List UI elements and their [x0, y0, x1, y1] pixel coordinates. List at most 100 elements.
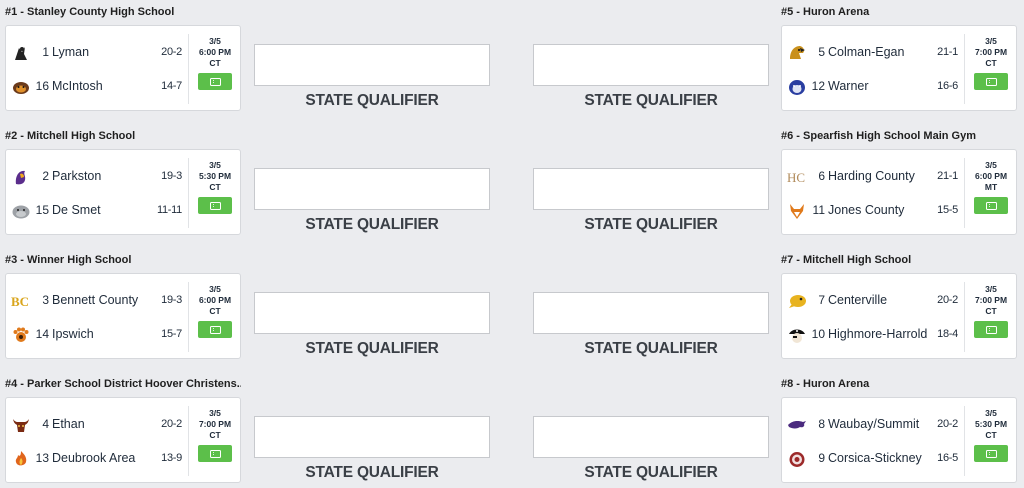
team-record: 11-11	[156, 204, 182, 216]
team-name[interactable]: Parkston	[52, 169, 102, 183]
ticket-button[interactable]	[198, 321, 232, 338]
team-name[interactable]: Centerville	[828, 293, 888, 307]
team-name[interactable]: Highmore-Harrold	[828, 327, 928, 341]
team-name[interactable]: Waubay/Summit	[828, 417, 920, 431]
game-timezone: MT	[984, 182, 998, 192]
qualifier-slot[interactable]	[533, 168, 769, 210]
team-name[interactable]: Ipswich	[52, 327, 94, 341]
game-time: 5:30 PM	[198, 171, 232, 181]
team-row[interactable]: 16 McIntosh 14-7	[6, 72, 188, 102]
right-qualifier: STATE QUALIFIER	[533, 292, 769, 358]
team-row[interactable]: 1 Lyman 20-2	[6, 38, 188, 68]
ticket-button[interactable]	[974, 321, 1008, 338]
divider	[964, 158, 965, 228]
team-name[interactable]: Harding County	[828, 169, 915, 183]
team-record: 14-7	[161, 80, 182, 92]
ticket-button[interactable]	[974, 445, 1008, 462]
team-row[interactable]: 9 Corsica-Stickney 16-5	[782, 444, 964, 474]
team-row[interactable]: 8 Waubay/Summit 20-2	[782, 410, 964, 440]
team-row[interactable]: 12 Warner 16-6	[782, 72, 964, 102]
ticket-icon	[985, 325, 997, 334]
ticket-icon	[209, 325, 221, 334]
qualifier-slot[interactable]	[533, 44, 769, 86]
team-row[interactable]: 7 Centerville 20-2	[782, 286, 964, 316]
game-time: 6:00 PM	[198, 295, 232, 305]
game-date: 3/5	[209, 408, 221, 418]
raider-icon	[11, 44, 31, 62]
matchup-card[interactable]: 1 Lyman 20-2 16 McIntosh 14-7 3/5 6:00 P…	[5, 25, 241, 111]
divider	[964, 406, 965, 476]
team-record: 15-7	[161, 328, 182, 340]
bulldog-icon	[11, 202, 31, 220]
qualifier-slot[interactable]	[533, 292, 769, 334]
matchup-card[interactable]: 7 Centerville 20-2 10 Highmore-Harrold 1…	[781, 273, 1017, 359]
team-row[interactable]: 13 Deubrook Area 13-9	[6, 444, 188, 474]
team-record: 15-5	[937, 204, 958, 216]
team-row[interactable]: BC 3 Bennett County 19-3	[6, 286, 188, 316]
game-info: 3/5 6:00 PM MT	[966, 160, 1016, 214]
qualifier-slot[interactable]	[254, 168, 490, 210]
team-name[interactable]: Deubrook Area	[52, 451, 136, 465]
divider	[964, 34, 965, 104]
game-time: 6:00 PM	[198, 47, 232, 57]
game-timezone: CT	[209, 58, 221, 68]
team-seed: 5	[818, 45, 825, 59]
game-location: #8 - Huron Arena	[781, 378, 870, 390]
game-info: 3/5 7:00 PM CT	[190, 408, 240, 462]
game-info: 3/5 7:00 PM CT	[966, 284, 1016, 338]
qualifier-slot[interactable]	[254, 292, 490, 334]
team-name[interactable]: Bennett County	[52, 293, 139, 307]
qualifier-label: STATE QUALIFIER	[305, 464, 439, 481]
team-row[interactable]: 10 Highmore-Harrold 18-4	[782, 320, 964, 350]
jaguar-icon	[787, 450, 807, 468]
ticket-button[interactable]	[974, 197, 1008, 214]
team-row[interactable]: 11 Jones County 15-5	[782, 196, 964, 226]
game-4: #4 - Parker School District Hoover Chris…	[5, 377, 241, 483]
ticket-button[interactable]	[198, 445, 232, 462]
team-row[interactable]: 14 Ipswich 15-7	[6, 320, 188, 350]
game-info: 3/5 6:00 PM CT	[190, 284, 240, 338]
team-row[interactable]: 5 Colman-Egan 21-1	[782, 38, 964, 68]
matchup-card[interactable]: 4 Ethan 20-2 13 Deubrook Area 13-9 3/5 7…	[5, 397, 241, 483]
team-seed: 12	[811, 79, 825, 93]
team-seed: 3	[42, 293, 49, 307]
matchup-card[interactable]: HC 6 Harding County 21-1 11 Jones County…	[781, 149, 1017, 235]
team-row[interactable]: 2 Parkston 19-3	[6, 162, 188, 192]
game-1: #1 - Stanley County High School 1 Lyman …	[5, 5, 241, 111]
team-record: 16-6	[937, 80, 958, 92]
qualifier-label: STATE QUALIFIER	[584, 464, 718, 481]
game-6: #6 - Spearfish High School Main Gym HC 6…	[781, 129, 1017, 235]
team-name[interactable]: Jones County	[828, 203, 905, 217]
team-seed: 1	[42, 45, 49, 59]
qualifier-slot[interactable]	[533, 416, 769, 458]
team-seed: 14	[35, 327, 49, 341]
team-name[interactable]: Corsica-Stickney	[828, 451, 922, 465]
team-row[interactable]: 4 Ethan 20-2	[6, 410, 188, 440]
ticket-button[interactable]	[198, 197, 232, 214]
team-record: 19-3	[161, 170, 182, 182]
game-info: 3/5 5:30 PM CT	[966, 408, 1016, 462]
svg-text:BC: BC	[11, 294, 29, 309]
team-name[interactable]: McIntosh	[52, 79, 103, 93]
ticket-button[interactable]	[198, 73, 232, 90]
team-name[interactable]: Warner	[828, 79, 869, 93]
team-name[interactable]: Lyman	[52, 45, 90, 59]
qualifier-slot[interactable]	[254, 416, 490, 458]
team-record: 21-1	[937, 46, 958, 58]
matchup-card[interactable]: 2 Parkston 19-3 15 De Smet 11-11 3/5 5:3…	[5, 149, 241, 235]
bc-letters-icon: BC	[11, 292, 31, 310]
matchup-card[interactable]: 8 Waubay/Summit 20-2 9 Corsica-Stickney …	[781, 397, 1017, 483]
team-name[interactable]: De Smet	[52, 203, 101, 217]
team-row[interactable]: 15 De Smet 11-11	[6, 196, 188, 226]
qualifier-label: STATE QUALIFIER	[584, 216, 718, 233]
qualifier-slot[interactable]	[254, 44, 490, 86]
coyote-icon	[787, 202, 807, 220]
tiger-icon	[11, 78, 31, 96]
matchup-card[interactable]: 5 Colman-Egan 21-1 12 Warner 16-6 3/5 7:…	[781, 25, 1017, 111]
team-row[interactable]: HC 6 Harding County 21-1	[782, 162, 964, 192]
team-name[interactable]: Colman-Egan	[828, 45, 905, 59]
team-name[interactable]: Ethan	[52, 417, 85, 431]
ticket-button[interactable]	[974, 73, 1008, 90]
team-seed: 2	[42, 169, 49, 183]
matchup-card[interactable]: BC 3 Bennett County 19-3 14 Ipswich 15-7…	[5, 273, 241, 359]
